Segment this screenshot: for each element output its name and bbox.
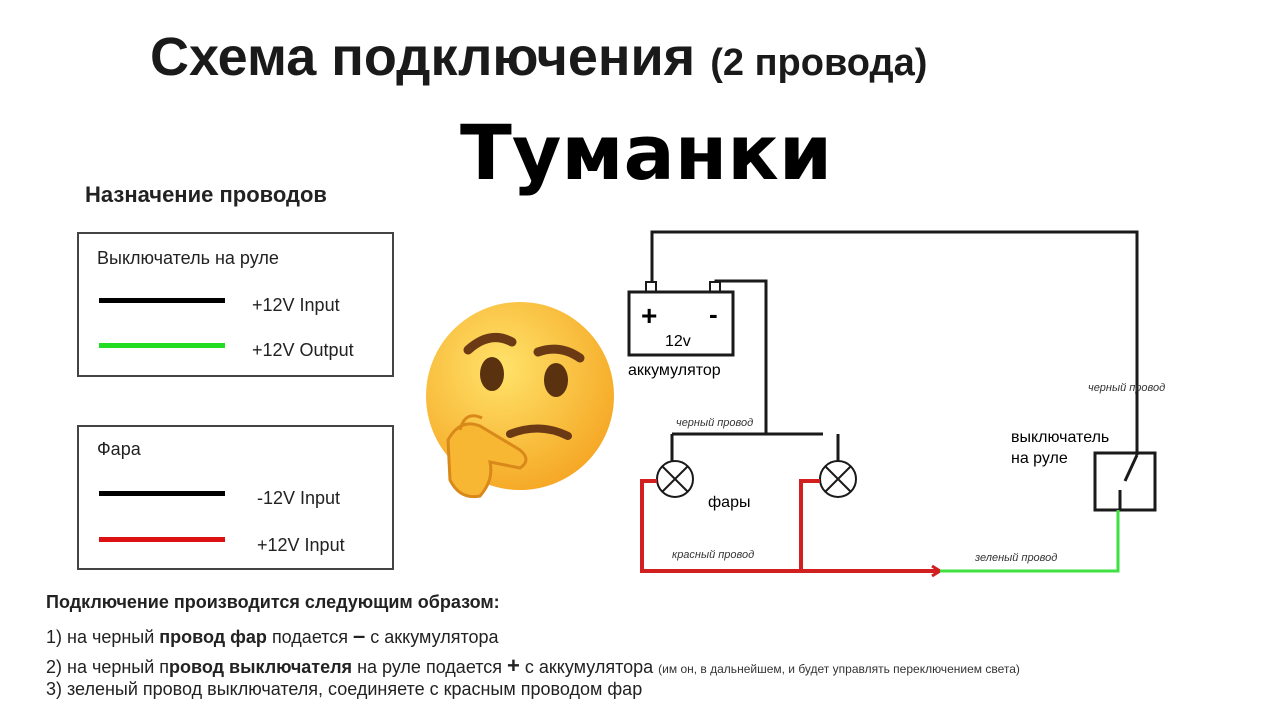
black-wire-swatch bbox=[99, 298, 225, 303]
red-wire-label: красный провод bbox=[672, 549, 754, 561]
red-wire-swatch bbox=[99, 537, 225, 542]
legend-label: +12V Input bbox=[252, 295, 340, 315]
legend-box-switch: Выключатель на руле +12V Input +12V Outp… bbox=[77, 232, 394, 377]
battery-plus-label: + bbox=[641, 300, 657, 331]
switch-label: на руле bbox=[1011, 450, 1068, 467]
instructions-heading: Подключение производится следующим образ… bbox=[46, 592, 500, 612]
thinking-face-icon bbox=[426, 302, 614, 499]
page-subtitle: Туманки bbox=[460, 108, 833, 197]
switch-box bbox=[1093, 451, 1157, 512]
black-wire-swatch bbox=[99, 491, 225, 496]
page-title: Схема подключения (2 провода) bbox=[150, 27, 928, 87]
legend-box-headlight: Фара -12V Input +12V Input bbox=[77, 425, 394, 570]
battery-box bbox=[627, 290, 735, 357]
headlights-label: фары bbox=[708, 494, 750, 511]
green-wire bbox=[940, 510, 1120, 573]
black-wire-label: черный провод bbox=[676, 417, 753, 429]
green-wire-label: зеленый провод bbox=[974, 552, 1057, 564]
switch-label: выключатель bbox=[1011, 429, 1109, 446]
green-wire-swatch bbox=[99, 343, 225, 348]
legend-heading: Назначение проводов bbox=[85, 182, 327, 207]
black-wire-switch bbox=[650, 230, 1139, 455]
black-wire-label: черный провод bbox=[1088, 382, 1165, 394]
lamp-right-icon bbox=[819, 460, 857, 498]
black-wire-headlights bbox=[670, 279, 840, 462]
legend-label: +12V Output bbox=[252, 340, 354, 360]
instruction-step-1: 1) на черный провод фар подается – с акк… bbox=[46, 623, 499, 648]
legend-label: +12V Input bbox=[257, 535, 345, 555]
legend-box-title: Выключатель на руле bbox=[97, 248, 279, 268]
red-wire bbox=[640, 479, 940, 573]
legend-label: -12V Input bbox=[257, 488, 341, 508]
battery-voltage: 12v bbox=[665, 333, 691, 350]
switch-lever bbox=[1118, 454, 1139, 510]
lamp-left-icon bbox=[656, 460, 694, 498]
battery-minus-label: - bbox=[709, 299, 718, 329]
instruction-step-3: 3) зеленый провод выключателя, соединяет… bbox=[46, 679, 643, 699]
battery-label: аккумулятор bbox=[628, 362, 721, 379]
legend-box-title: Фара bbox=[97, 439, 141, 459]
instruction-step-2: 2) на черный провод выключателя на руле … bbox=[46, 653, 1020, 678]
